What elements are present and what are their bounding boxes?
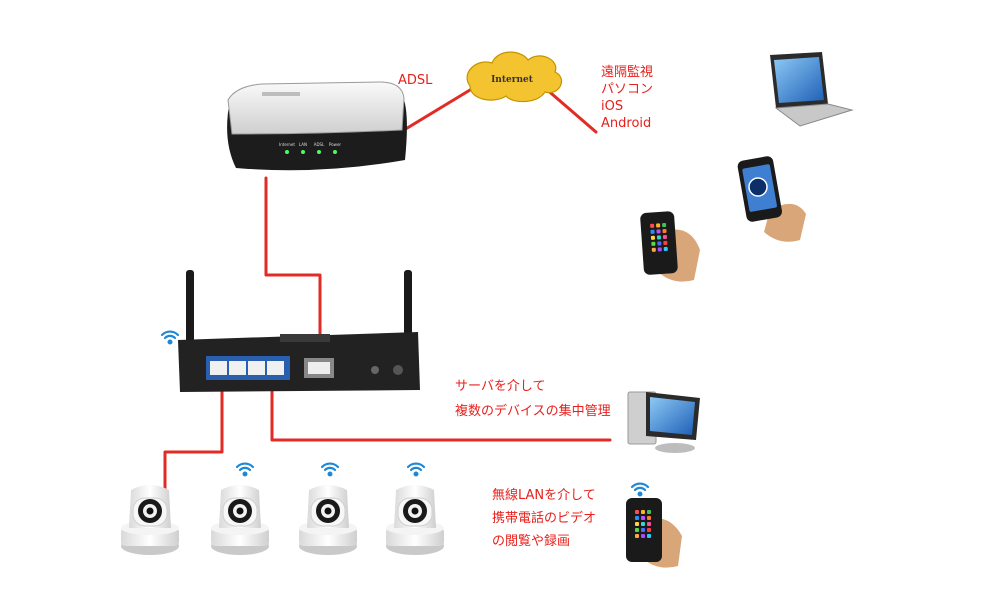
wifi-icon [630,482,650,498]
wifi-icon [160,330,180,346]
ip-camera-wifi-3 [385,484,445,556]
cables [163,86,612,492]
server-line-1: サーバを介して [455,379,546,394]
wifi-icon [235,462,255,478]
wireless-line-2: 携帯電話のビデオ [492,511,597,526]
modem-logo [262,92,300,96]
modem-leds: Internet LAN ADSL Power [279,142,341,154]
wifi-icon [406,462,426,478]
laptop [770,52,854,127]
power-jack [393,365,403,375]
cable-modem-to-router [264,176,322,368]
adsl-label: ADSL [398,73,433,88]
server-line-2: 複数のデバイスの集中管理 [455,404,611,419]
remote-line-1: 遠隔監視 [601,65,654,80]
internet-cloud: Internet [466,51,563,103]
cable-router-to-pc [270,380,612,442]
cable-cloud-to-remote [543,86,598,134]
remote-monitoring-text: 遠隔監視 パソコン iOS Android [601,64,653,132]
wireless-line-1: 無線LANを介して [492,488,596,503]
remote-line-2: パソコン [601,82,654,97]
smartphone-hand-1 [737,156,806,242]
cable-modem-to-cloud [402,88,472,132]
led-label-lan: LAN [299,142,307,147]
ip-camera-wifi-2 [298,484,358,556]
wifi-router [178,270,420,392]
led-label-internet: Internet [279,142,295,147]
wifi-icon [320,462,340,478]
internet-label: Internet [491,75,534,85]
led-label-power: Power [329,142,341,147]
adsl-modem: Internet LAN ADSL Power [227,81,407,171]
cable-router-to-camera [163,378,224,492]
led-label-adsl: ADSL [314,142,325,147]
remote-line-3: iOS [601,99,624,114]
ip-camera-wifi-1 [210,484,270,556]
smartphone-hand-3 [626,498,682,568]
server-management-text: サーバを介して 複数のデバイスの集中管理 [455,374,611,424]
cloud-shape [466,51,563,103]
router-antenna-left [186,270,194,342]
router-antenna-right [404,270,412,342]
wireless-lan-text: 無線LANを介して 携帯電話のビデオ の閲覧や録画 [492,484,596,553]
reset-button [371,366,379,374]
modem-top [227,81,405,135]
smartphone-hand-2 [640,211,700,282]
ip-camera-wired [120,484,180,556]
desktop-pc [627,391,700,453]
remote-line-4: Android [601,116,652,131]
wireless-line-3: の閲覧や録画 [492,534,571,549]
